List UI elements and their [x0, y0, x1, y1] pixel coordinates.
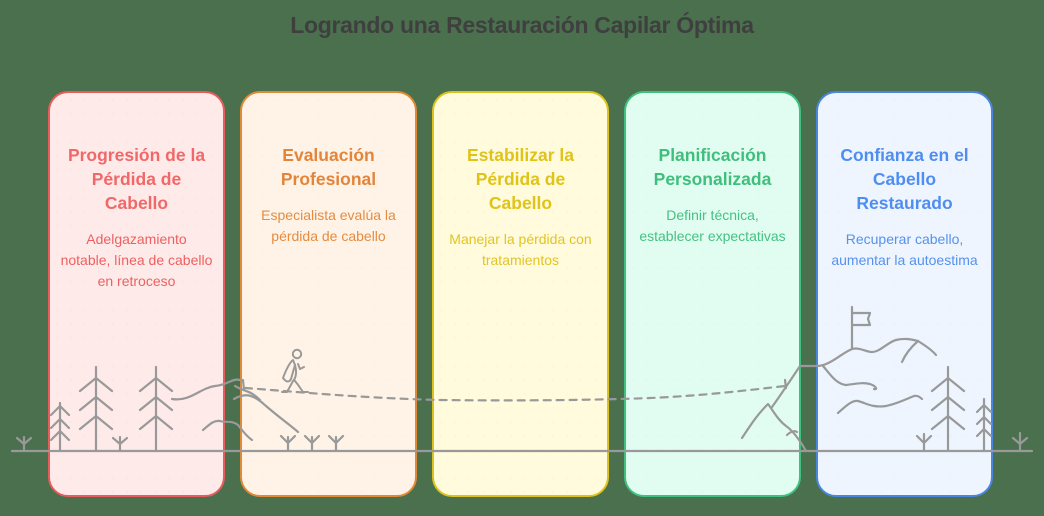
stage-title: Planificación Personalizada [653, 145, 772, 189]
stage-card-stabilize-hair-loss: Estabilizar la Pérdida de Cabello Maneja… [432, 91, 609, 497]
stage-title: Estabilizar la Pérdida de Cabello [467, 145, 574, 213]
stage-title: Confianza en el Cabello Restaurado [840, 145, 969, 213]
stage-card-hair-loss-progression: Progresión de la Pérdida de Cabello Adel… [48, 91, 225, 497]
stage-description: Recuperar cabello, aumentar la autoestim… [831, 231, 978, 268]
stage-card-professional-evaluation: Evaluación Profesional Especialista eval… [240, 91, 417, 497]
stage-card-personalized-planning: Planificación Personalizada Definir técn… [624, 91, 801, 497]
diagram-title: Logrando una Restauración Capilar Óptima [290, 12, 754, 38]
stage-description: Especialista evalúa la pérdida de cabell… [261, 207, 396, 244]
grass-tuft-icon [15, 435, 33, 453]
stage-title: Evaluación Profesional [280, 145, 377, 189]
stage-description: Definir técnica, establecer expectativas [639, 207, 786, 244]
grass-tuft-icon [1011, 431, 1029, 453]
stage-card-restored-confidence: Confianza en el Cabello Restaurado Recup… [816, 91, 993, 497]
stage-description: Adelgazamiento notable, línea de cabello… [60, 231, 213, 289]
stage-description: Manejar la pérdida con tratamientos [449, 231, 592, 268]
stage-title: Progresión de la Pérdida de Cabello [67, 145, 206, 213]
